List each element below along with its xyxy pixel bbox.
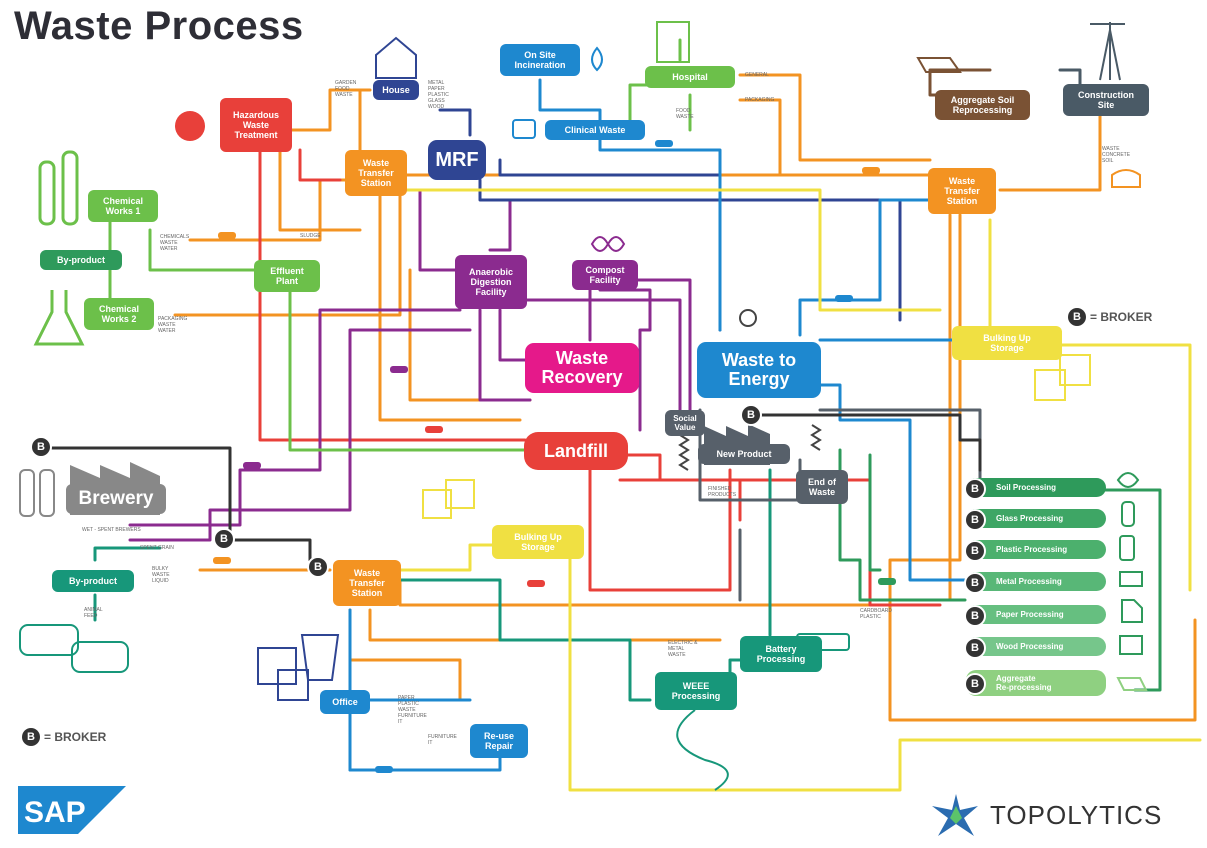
mrf-node[interactable]: MRF	[428, 140, 486, 180]
chemical-works-2-node[interactable]: Chemical Works 2	[84, 298, 154, 330]
waste-transfer-top-node[interactable]: Waste Transfer Station	[345, 150, 407, 196]
page-title: Waste Process	[14, 4, 304, 48]
anaerobic-digestion-node[interactable]: Anaerobic Digestion Facility	[455, 255, 527, 309]
plastic-processing-row[interactable]: Plastic Processing	[966, 540, 1106, 559]
broker-marker: B	[964, 673, 986, 695]
label-house-left: Garden Food Waste	[335, 80, 357, 98]
battery-processing-node[interactable]: Battery Processing	[740, 636, 822, 672]
broker-legend-top: B = BROKER	[1068, 308, 1152, 326]
effluent-plant-node[interactable]: Effluent Plant	[254, 260, 320, 292]
aggregate-soil-node[interactable]: Aggregate Soil Reprocessing	[935, 90, 1030, 120]
label-brewery-grain: Spent Grain	[140, 545, 174, 551]
new-product-node[interactable]: New Product	[698, 444, 790, 464]
label-sludge: Sludge	[300, 233, 321, 239]
broker-marker: B	[213, 528, 235, 550]
broker-marker: B	[964, 605, 986, 627]
glass-processing-row[interactable]: Glass Processing	[966, 509, 1106, 528]
broker-legend-text: = BROKER	[1090, 310, 1153, 324]
topolytics-logo: TOPOLYTICS	[928, 792, 1162, 838]
clinical-waste-node[interactable]: Clinical Waste	[545, 120, 645, 140]
label-bulky: Bulky Waste Liquid	[152, 566, 170, 584]
broker-marker: B	[307, 556, 329, 578]
label-chemicals: Chemicals Waste Water	[160, 234, 190, 252]
waste-recovery-node[interactable]: Waste Recovery	[525, 343, 639, 393]
label-office-waste: Paper Plastic Waste Furniture IT	[398, 695, 427, 725]
broker-marker: B	[964, 572, 986, 594]
broker-marker: B	[30, 436, 52, 458]
broker-marker: B	[964, 509, 986, 531]
label-office-furniture: Furniture IT	[428, 734, 457, 746]
broker-icon: B	[22, 728, 40, 746]
hazardous-waste-node[interactable]: Hazardous Waste Treatment	[220, 98, 292, 152]
label-finished-products: Finished Products	[708, 486, 737, 498]
construction-site-node[interactable]: Construction Site	[1063, 84, 1149, 116]
weee-processing-node[interactable]: WEEE Processing	[655, 672, 737, 710]
label-house-right: Metal Paper Plastic Glass Wood	[428, 80, 449, 110]
soil-processing-row[interactable]: Soil Processing	[966, 478, 1106, 497]
wood-processing-row[interactable]: Wood Processing	[966, 637, 1106, 656]
label-electronics: Electric & Metal Waste	[668, 640, 698, 658]
label-construction-waste: Waste Concrete Soil	[1102, 146, 1131, 164]
label-hospital-food: Food Waste	[676, 108, 694, 120]
broker-marker: B	[964, 637, 986, 659]
brewery-node[interactable]: Brewery	[66, 484, 166, 514]
paper-processing-row[interactable]: Paper Processing	[966, 605, 1106, 624]
aggregate-reprocessing-row[interactable]: Aggregate Re-processing	[966, 670, 1106, 696]
broker-legend-text: = BROKER	[44, 730, 107, 744]
house-node[interactable]: House	[373, 80, 419, 100]
broker-marker: B	[964, 540, 986, 562]
broker-marker: B	[740, 404, 762, 426]
reuse-repair-node[interactable]: Re-use Repair	[470, 724, 528, 758]
waste-transfer-right-node[interactable]: Waste Transfer Station	[928, 168, 996, 214]
label-hospital-general: General	[745, 72, 769, 78]
broker-icon: B	[1068, 308, 1086, 326]
broker-marker: B	[964, 478, 986, 500]
compost-facility-node[interactable]: Compost Facility	[572, 260, 638, 290]
sap-logo: SAP	[18, 786, 126, 834]
broker-legend-bottom: B = BROKER	[22, 728, 106, 746]
topolytics-logo-text: TOPOLYTICS	[990, 799, 1163, 830]
label-brewery-wet: Wet - Spent Brewers	[82, 527, 141, 533]
chemical-works-1-node[interactable]: Chemical Works 1	[88, 190, 158, 222]
metal-processing-row[interactable]: Metal Processing	[966, 572, 1106, 591]
landfill-node[interactable]: Landfill	[524, 432, 628, 470]
label-packaging-water: Packaging Waste Water	[158, 316, 188, 334]
bulking-storage-mid-node[interactable]: Bulking Up Storage	[492, 525, 584, 559]
byproduct-top-node[interactable]: By-product	[40, 250, 122, 270]
sap-logo-text: SAP	[24, 796, 86, 829]
office-node[interactable]: Office	[320, 690, 370, 714]
label-cardboard: Cardboard Plastic	[860, 608, 892, 620]
bulking-storage-right-node[interactable]: Bulking Up Storage	[952, 326, 1062, 360]
waste-to-energy-node[interactable]: Waste to Energy	[697, 342, 821, 398]
hospital-node[interactable]: Hospital	[645, 66, 735, 88]
topolytics-star-icon	[932, 794, 978, 836]
social-value-node[interactable]: Social Value	[665, 410, 705, 436]
label-animal-feed: Animal Feed	[84, 607, 103, 619]
end-of-waste-node[interactable]: End of Waste	[796, 470, 848, 504]
onsite-incineration-node[interactable]: On Site Incineration	[500, 44, 580, 76]
byproduct-bottom-node[interactable]: By-product	[52, 570, 134, 592]
waste-transfer-bottom-node[interactable]: Waste Transfer Station	[333, 560, 401, 606]
label-hospital-packaging: Packaging	[745, 97, 775, 103]
